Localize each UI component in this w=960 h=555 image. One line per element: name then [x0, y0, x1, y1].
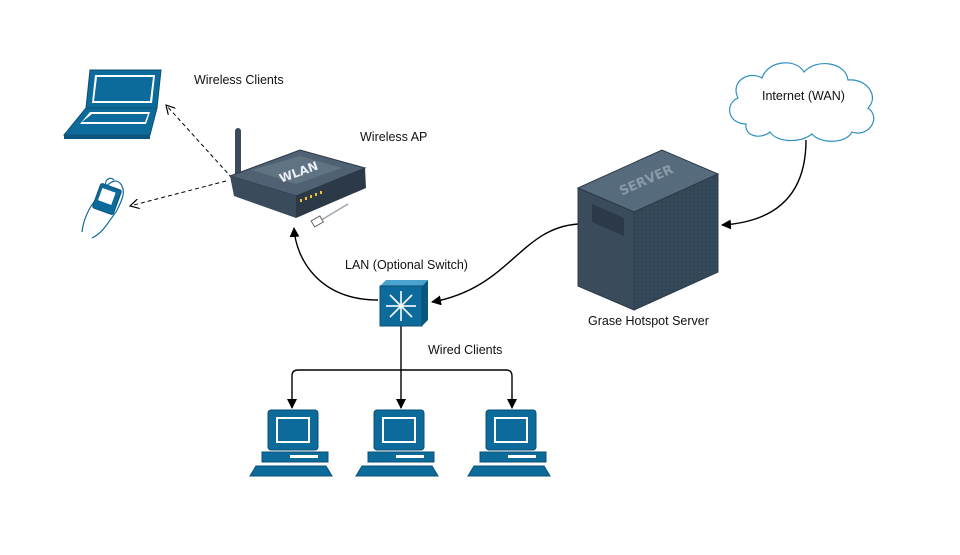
internet-cloud-icon [729, 62, 875, 142]
server-label: Grase Hotspot Server [588, 314, 709, 328]
desktop-pc-icon-right [467, 409, 551, 477]
switch-icon [379, 280, 428, 327]
connector-wired-right [401, 369, 517, 409]
wireless-clients-label: Wireless Clients [194, 73, 284, 87]
desktop-pc-icon-left [249, 409, 333, 477]
connector-internet-to-server [721, 139, 807, 230]
connector-server-to-switch [431, 223, 579, 306]
connector-wired-left [287, 369, 401, 409]
lan-label: LAN (Optional Switch) [345, 258, 468, 272]
server-icon: SERVER [576, 149, 720, 311]
connector-ap-to-pda [130, 180, 227, 206]
internet-label: Internet (WAN) [762, 89, 845, 103]
pda-icon [81, 177, 124, 239]
desktop-pc-icon-middle [355, 409, 439, 477]
connector-switch-to-ap [289, 227, 379, 301]
wireless-ap-label: Wireless AP [360, 130, 428, 144]
wired-clients-label: Wired Clients [428, 343, 503, 357]
wireless-ap-icon: WLAN [228, 128, 367, 228]
laptop-icon [62, 69, 162, 139]
connector-ap-to-laptop [166, 105, 233, 179]
